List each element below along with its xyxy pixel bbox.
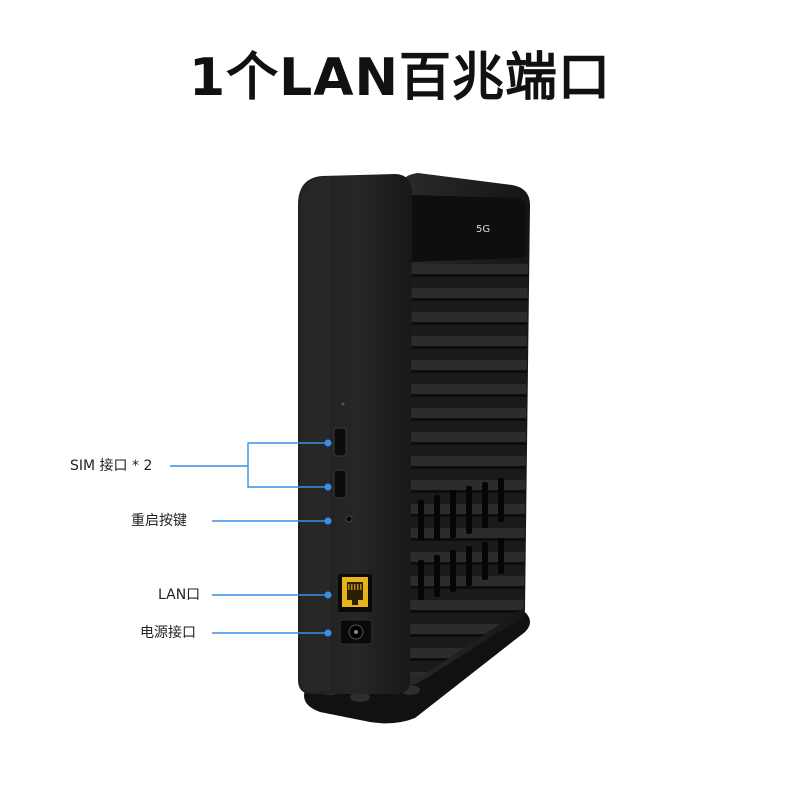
side-panel: 5G xyxy=(400,173,530,685)
page-title: 1个LAN百兆端口 xyxy=(188,48,612,108)
callout-sim-label: SIM 接口 * 2 xyxy=(70,458,153,474)
reset-hole xyxy=(345,515,353,523)
callout-reset-label: 重启按键 xyxy=(131,513,187,529)
callout-power-label: 电源接口 xyxy=(140,625,196,641)
sim-slot-1 xyxy=(333,427,347,457)
badge-text: 5G xyxy=(476,224,490,235)
callout-dots xyxy=(324,439,332,637)
sim-slot-2 xyxy=(333,469,347,499)
lan-port xyxy=(338,574,372,612)
callout-lan-label: LAN口 xyxy=(158,587,201,603)
callout-lines xyxy=(170,442,328,634)
power-jack xyxy=(339,619,373,645)
front-panel xyxy=(298,174,412,694)
